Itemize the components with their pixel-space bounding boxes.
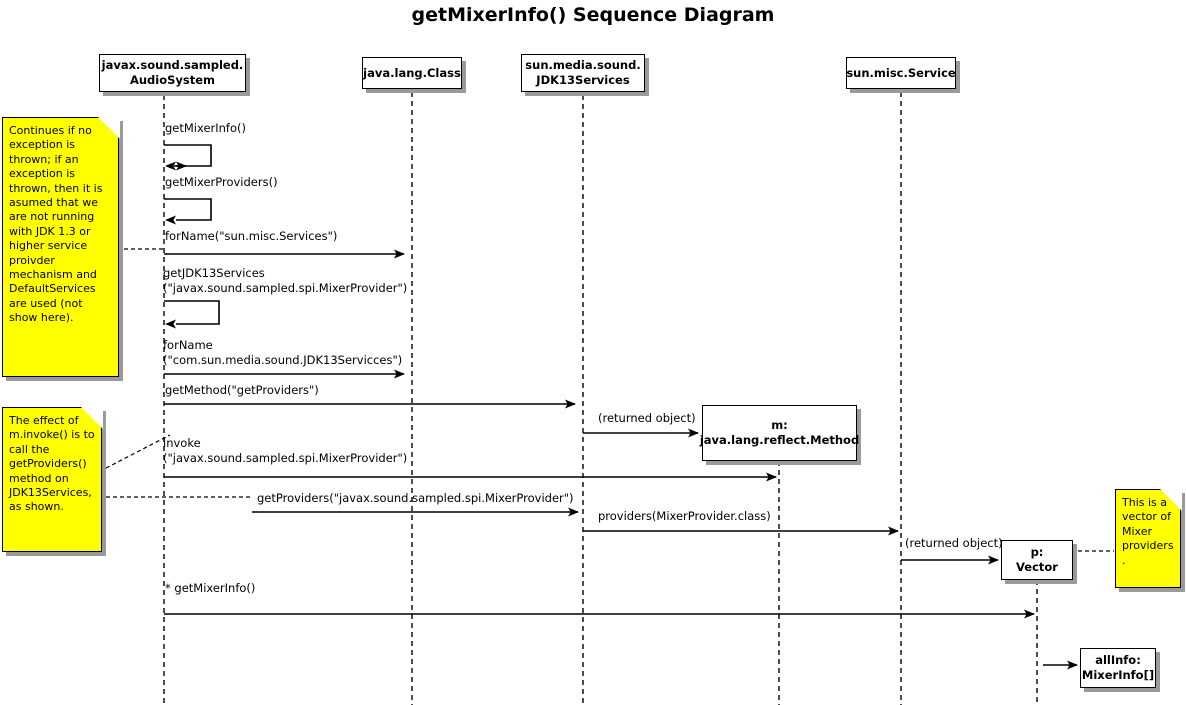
message-label-getmixerproviders-self: getMixerProviders()	[165, 175, 278, 189]
message-label-getjdk13services-line1: getJDK13Services	[163, 266, 265, 280]
self-call-getjdk13services	[164, 300, 220, 325]
object-label-vector-line1: p:	[1030, 545, 1044, 559]
lifeline-header-audiosystem[interactable]: javax.sound.sampled. AudioSystem	[99, 54, 246, 92]
object-label-allinfo-line2: MixerInfo[]	[1081, 668, 1155, 682]
note-fold-corner-icon	[80, 406, 103, 429]
message-label-returned-object-method: (returned object)	[598, 411, 696, 425]
message-label-getmixerinfo-self: getMixerInfo()	[165, 121, 246, 135]
object-box-method[interactable]: m: java.lang.reflect.Method	[699, 405, 860, 461]
note-vector-text: This is a vector of Mixer providers.	[1122, 496, 1174, 567]
message-label-returned-object-vector: (returned object)	[905, 536, 1003, 550]
lifeline-header-javalangclass[interactable]: java.lang.Class	[362, 57, 462, 89]
object-label-method-line2: java.lang.reflect.Method	[699, 433, 860, 447]
message-label-getproviders: getProviders("javax.sound.sampled.spi.Mi…	[257, 491, 574, 505]
self-call-getmixerproviders	[164, 198, 212, 221]
message-label-invoke-line1: invoke	[163, 436, 201, 450]
message-label-forname-jdk13: forName ("com.sun.media.sound.JDK13Servi…	[163, 338, 402, 368]
object-label-vector-line2: Vector	[1016, 560, 1058, 574]
message-label-forname-jdk13-line1: forName	[163, 338, 213, 352]
object-box-allinfo[interactable]: allInfo: MixerInfo[]	[1080, 648, 1156, 688]
page-title: getMixerInfo() Sequence Diagram	[411, 4, 775, 26]
self-call-getmixerproviders-arrowhead	[165, 215, 176, 225]
note-invoke[interactable]: The effect of m.invoke() is to call the …	[2, 406, 103, 552]
lifeline-label-javalangclass: java.lang.Class	[363, 65, 461, 80]
message-label-getmethod: getMethod("getProviders")	[165, 383, 319, 397]
lifeline-label-jdk13services-line1: sun.media.sound.	[525, 58, 641, 72]
lifeline-header-jdk13services[interactable]: sun.media.sound. JDK13Services	[521, 54, 645, 92]
message-label-invoke-line2: ("javax.sound.sampled.spi.MixerProvider"…	[163, 451, 408, 465]
self-call-getmixerinfo	[164, 144, 212, 171]
lifeline-label-jdk13services-line2: JDK13Services	[536, 73, 630, 87]
message-label-providers-class: providers(MixerProvider.class)	[598, 509, 771, 523]
note-exception-text: Continues if no exception is thrown; if …	[9, 124, 103, 325]
lifeline-label-audiosystem-line1: javax.sound.sampled.	[101, 58, 244, 72]
message-label-star-getmixerinfo: * getMixerInfo()	[165, 581, 256, 595]
lifeline-lines	[163, 92, 1038, 705]
object-label-method-line1: m:	[771, 418, 788, 432]
message-label-getjdk13services: getJDK13Services ("javax.sound.sampled.s…	[163, 266, 407, 296]
note-fold-corner-icon	[1159, 488, 1182, 511]
lifeline-label-audiosystem-line2: AudioSystem	[129, 73, 216, 87]
object-box-vector[interactable]: p: Vector	[1001, 540, 1073, 580]
message-arrows	[164, 249, 1078, 670]
lifeline-label-sunmiscservice: sun.misc.Service	[846, 65, 956, 80]
self-call-getjdk13services-arrowhead	[165, 319, 176, 329]
message-label-forname-services: forName("sun.misc.Services")	[165, 229, 338, 243]
note-vector[interactable]: This is a vector of Mixer providers.	[1115, 488, 1182, 588]
lifeline-header-sunmiscservice[interactable]: sun.misc.Service	[846, 57, 956, 89]
message-label-invoke: invoke ("javax.sound.sampled.spi.MixerPr…	[163, 436, 407, 466]
self-call-getmixerinfo-arrowhead	[165, 161, 176, 171]
object-label-allinfo-line1: allInfo:	[1095, 653, 1141, 667]
message-label-getjdk13services-line2: ("javax.sound.sampled.spi.MixerProvider"…	[163, 281, 408, 295]
message-label-forname-jdk13-line2: ("com.sun.media.sound.JDK13Servicces")	[163, 353, 403, 367]
note-fold-corner-icon	[97, 116, 120, 139]
note-invoke-text: The effect of m.invoke() is to call the …	[9, 414, 95, 514]
note-exception[interactable]: Continues if no exception is thrown; if …	[2, 116, 120, 377]
